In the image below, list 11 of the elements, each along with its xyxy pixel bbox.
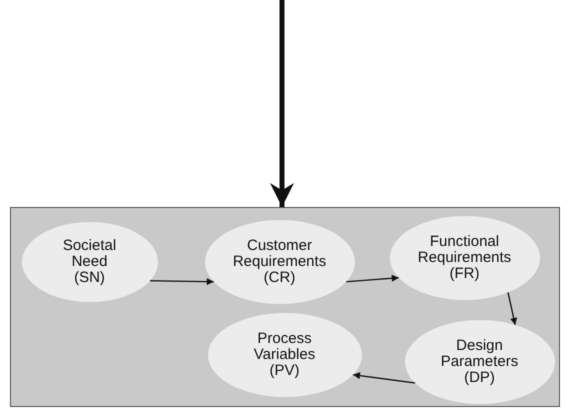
- arrow: [507, 292, 518, 326]
- node-text: Societal Need (SN): [62, 238, 116, 286]
- node-text: Process Variables (PV): [254, 330, 316, 378]
- arrow: [352, 372, 416, 384]
- thick-arrow: [270, 0, 294, 207]
- background-panel: [10, 207, 560, 407]
- arrow: [346, 274, 399, 282]
- arrow: [150, 278, 214, 286]
- node-text: Functional Requirements (FR): [418, 234, 512, 282]
- node-text: Design Parameters (DP): [440, 338, 518, 386]
- node-text: Customer Requirements (CR): [232, 238, 326, 286]
